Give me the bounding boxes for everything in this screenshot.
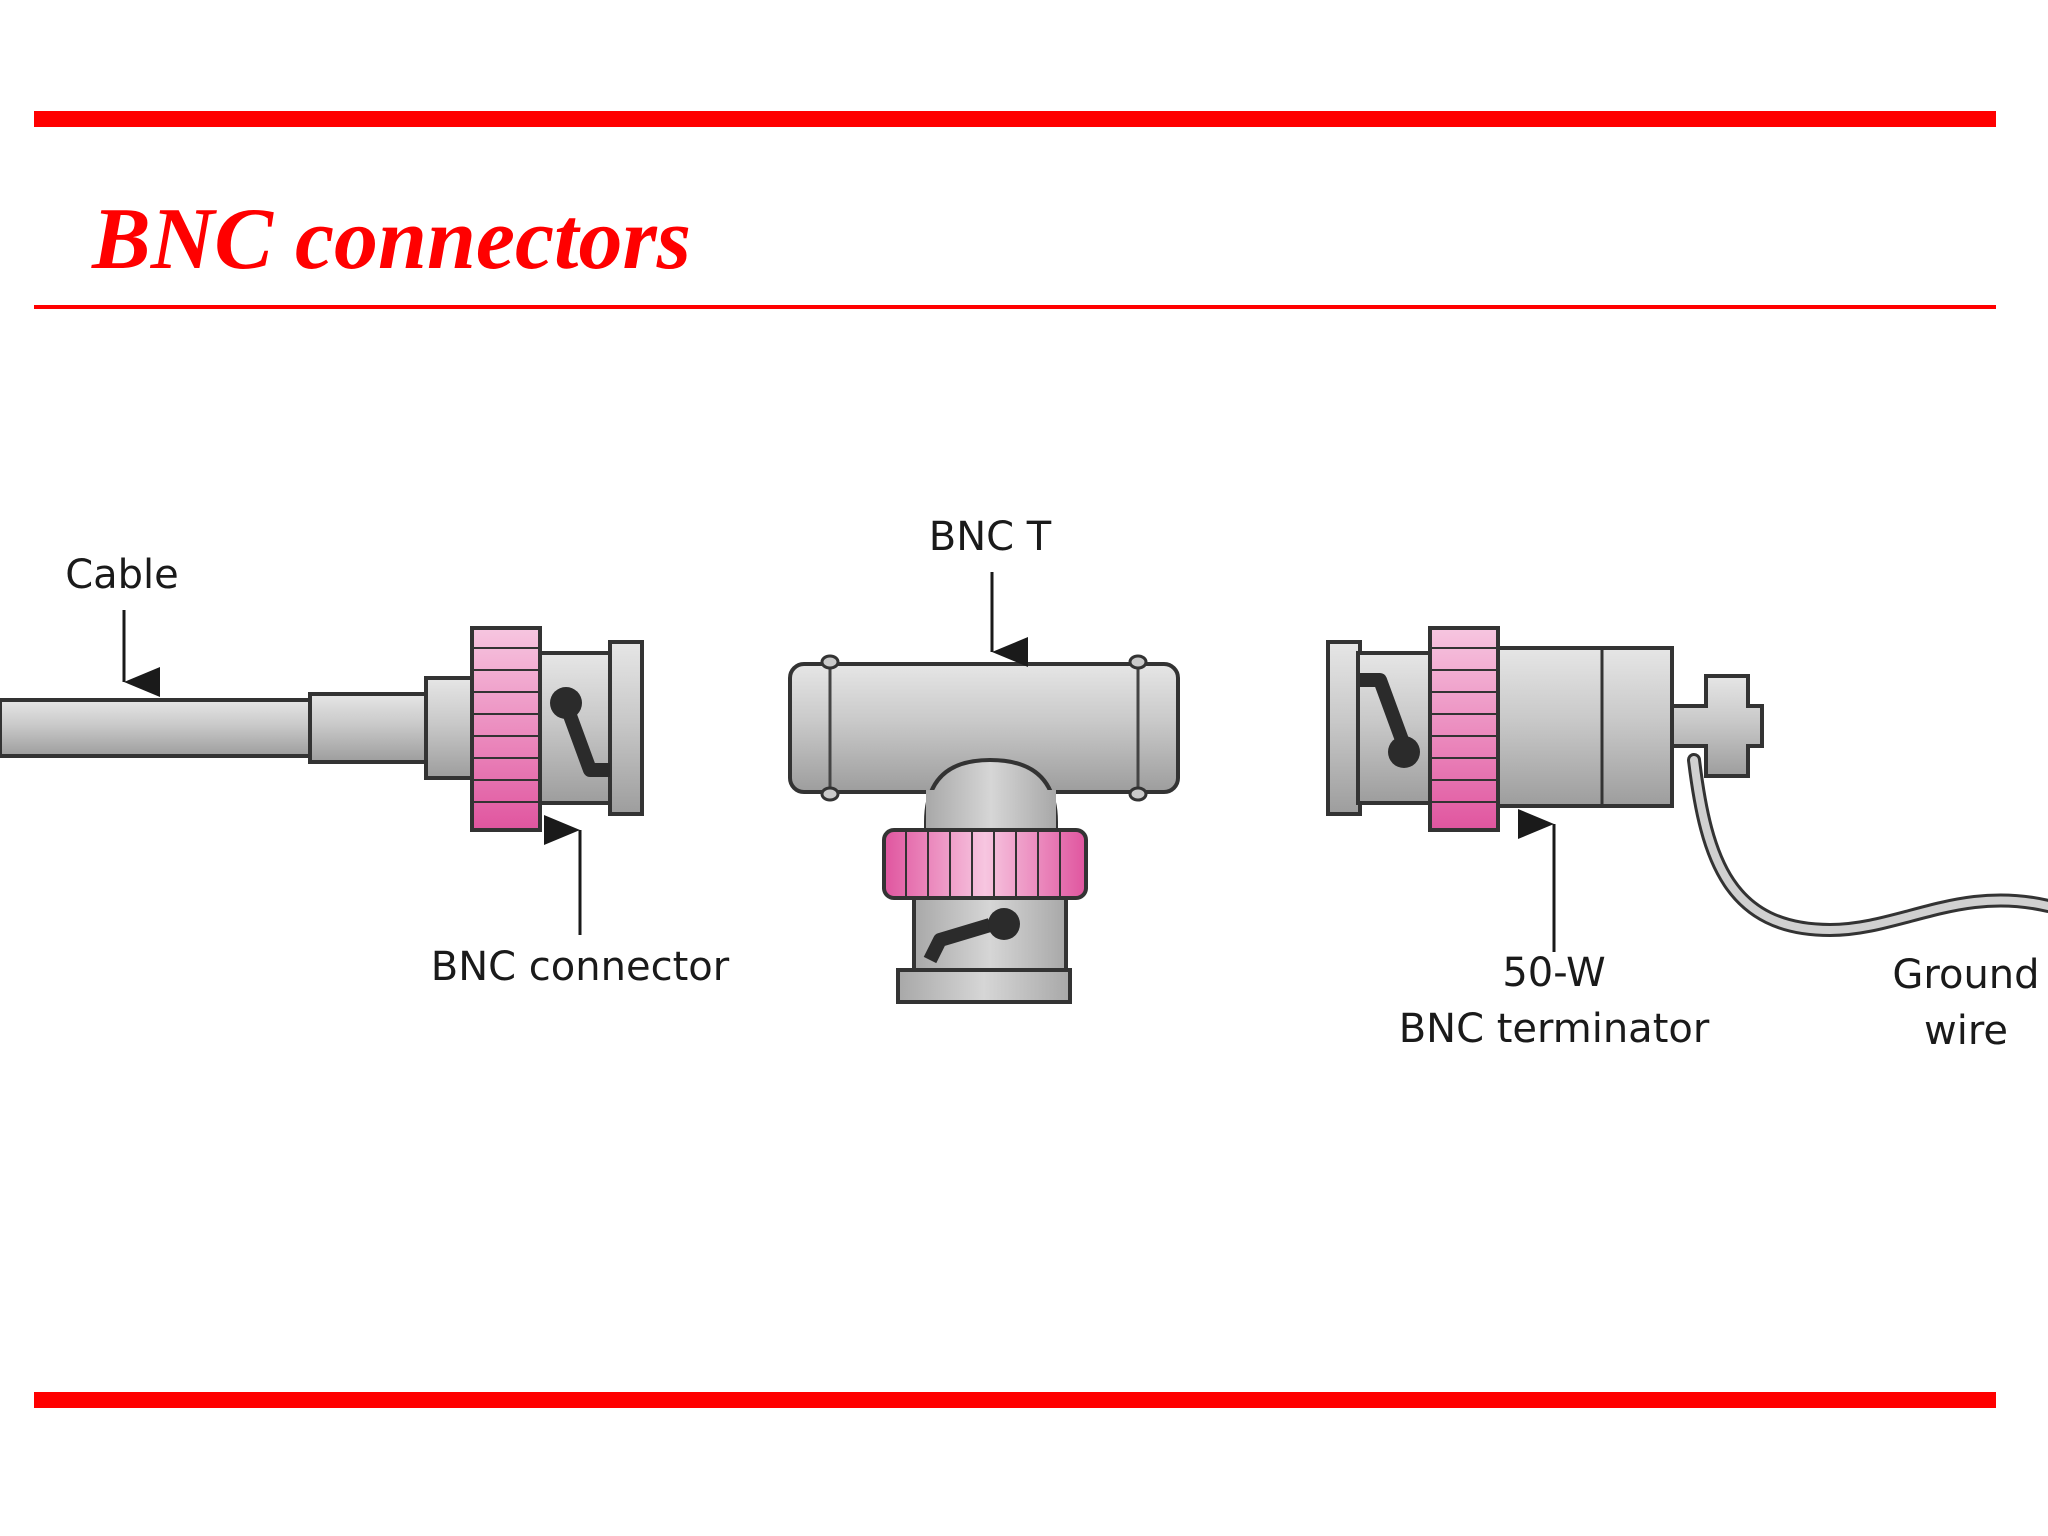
slide-title: BNC connectors	[92, 191, 691, 288]
terminator-label-line2: BNC terminator	[1399, 1006, 1710, 1052]
connector-pink-sleeve	[470, 626, 542, 832]
bottom-thick-rule	[34, 1392, 1996, 1408]
bnc-t-label: BNC T	[929, 514, 1052, 560]
cable-collar	[308, 692, 432, 764]
connector-back-body	[424, 676, 476, 780]
bayonet-lock-slot	[550, 687, 610, 777]
terminator-lock-slot	[1360, 673, 1420, 768]
cable-assembly	[0, 626, 644, 832]
bnc-diagram: Cable BNC connector BNC T 50-W BNC termi…	[0, 514, 2048, 1054]
t-pink-sleeve	[882, 828, 1088, 900]
title-underline-rule	[34, 305, 1996, 309]
terminator-label-line1: 50-W	[1502, 950, 1605, 996]
terminator-ground-lug	[1670, 674, 1764, 778]
bnc-connector-label: BNC connector	[431, 944, 730, 990]
ground-wire-label-line2: wire	[1924, 1008, 2008, 1054]
ground-wire-label-line1: Ground	[1892, 952, 2039, 998]
connector-front-flange	[608, 640, 644, 816]
cable-label: Cable	[65, 552, 179, 598]
t-stem-flange	[896, 968, 1072, 1004]
terminator-front-flange	[1326, 640, 1362, 816]
cable	[0, 698, 314, 758]
top-thick-rule	[34, 111, 1996, 127]
terminator-assembly	[1326, 626, 2048, 938]
terminator-body	[1496, 646, 1674, 808]
terminator-pink-sleeve	[1428, 626, 1500, 832]
t-bayonet-lock-slot	[923, 908, 1020, 964]
bnc-t-connector	[788, 654, 1180, 1004]
